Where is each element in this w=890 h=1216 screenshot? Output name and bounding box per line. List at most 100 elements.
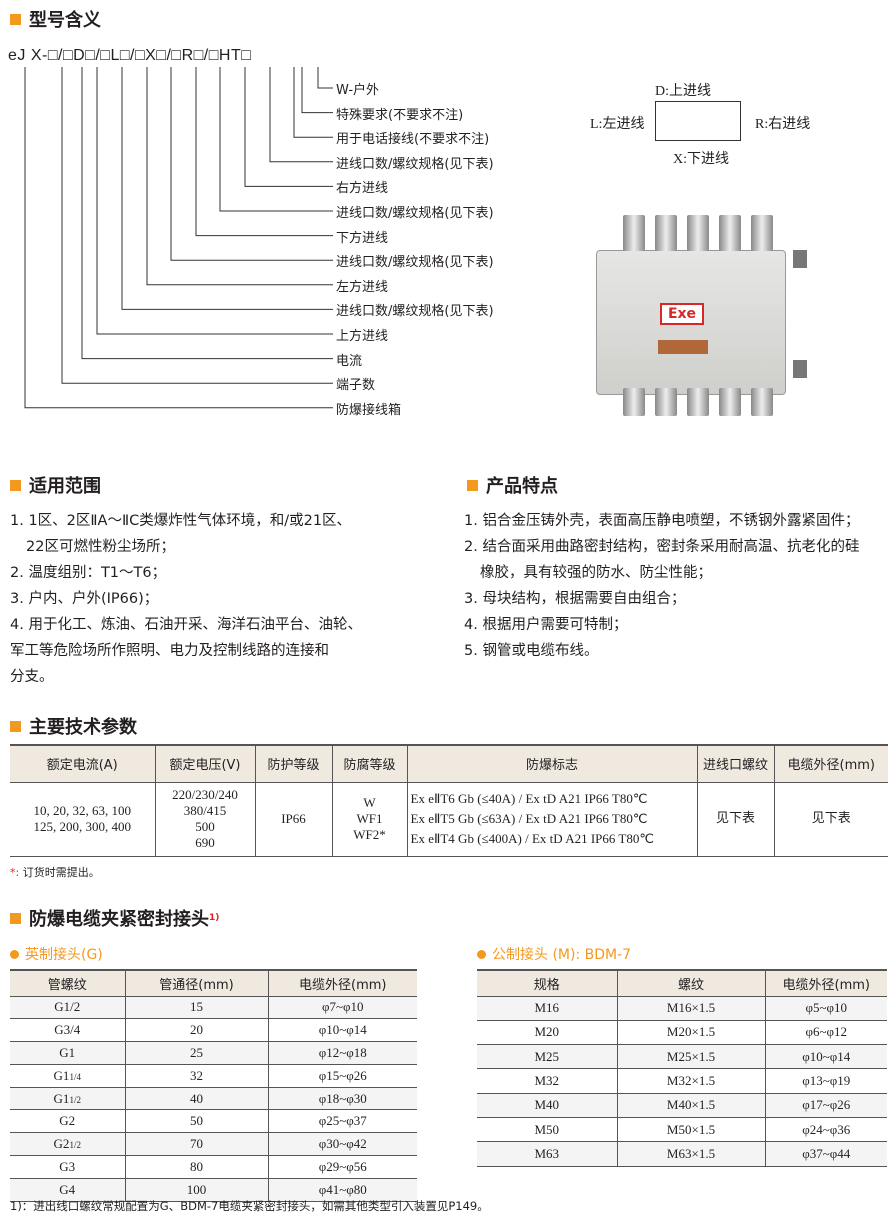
tech-note: *: 订货时需提出。 (10, 866, 100, 879)
square-bullet-icon (467, 479, 478, 491)
tree-line (219, 67, 333, 212)
section-features-title: 产品特点 (467, 472, 558, 498)
model-label: W-户外 (336, 83, 380, 98)
model-label: 端子数 (336, 378, 376, 394)
cable-gland (655, 215, 677, 251)
cell: 25 (124, 1041, 268, 1065)
list-item: 军工等危险场所作照明、电力及控制线路的连接和 (10, 643, 329, 659)
model-label: 进线口数/螺纹规格(见下表) (336, 206, 494, 221)
th: 电缆外径(mm) (267, 969, 417, 997)
th: 防护等级 (254, 744, 332, 783)
direction-top: D:上进线 (655, 84, 711, 99)
model-label: 防爆接线箱 (336, 402, 402, 418)
model-code: eJ X-□/□D□/□L□/□X□/□R□/□HT□ (8, 47, 252, 64)
model-label: 进线口数/螺纹规格(见下表) (336, 156, 494, 172)
cell: M25 (477, 1044, 617, 1070)
cell: G3/4 (10, 1018, 125, 1043)
cell: M20 (477, 1020, 617, 1046)
list-item: 分支。 (10, 669, 54, 685)
model-label: 左方进线 (336, 279, 389, 295)
model-label: 进线口数/螺纹规格(见下表) (336, 304, 494, 320)
tree-line (293, 67, 333, 138)
cell-thread: 见下表 (696, 782, 774, 857)
tree-line (195, 67, 333, 237)
list-item: 1. 1区、2区ⅡA～ⅡC类爆炸性气体环境，和/或21区、 (10, 513, 352, 529)
model-label: 进线口数/螺纹规格(见下表) (336, 255, 494, 271)
th: 进线口螺纹 (696, 744, 774, 783)
list-item: 5. 钢管或电缆布线。 (464, 643, 599, 659)
bullet-dot-icon (477, 949, 486, 959)
cell: φ6~φ12 (764, 1020, 887, 1046)
cable-gland (655, 388, 677, 416)
cell: M50×1.5 (616, 1117, 765, 1143)
cell: φ17~φ26 (764, 1093, 887, 1118)
square-bullet-icon (10, 479, 21, 491)
cable-gland (719, 388, 741, 416)
section-params-title: 主要技术参数 (10, 713, 137, 739)
cable-gland (751, 215, 773, 251)
tree-line (301, 67, 333, 114)
cell: φ10~φ14 (267, 1018, 417, 1043)
cable-gland (623, 215, 645, 251)
tree-line (24, 67, 333, 409)
cell: M50 (477, 1117, 617, 1143)
section-model-title: 型号含义 (10, 6, 101, 32)
list-item: 3. 户内、户外(IP66)； (10, 591, 159, 607)
cell: M16 (477, 996, 617, 1021)
exe-badge: Exe (660, 303, 704, 325)
model-label: 用于电话接线(不要求不注) (336, 132, 490, 148)
cell: M32 (477, 1068, 617, 1094)
direction-box (655, 101, 741, 141)
cell: G1 (10, 1041, 125, 1065)
cell: 100 (124, 1178, 268, 1202)
cell: φ12~φ18 (267, 1041, 417, 1065)
cable-gland (687, 388, 709, 416)
scope-list: 1. 1区、2区ⅡA～ⅡC类爆炸性气体环境，和/或21区、22区可燃性粉尘场所；… (10, 508, 362, 690)
direction-bottom: X:下进线 (673, 152, 729, 167)
cell-cable: 见下表 (773, 782, 888, 857)
list-item: 2. 结合面采用曲路密封结构，密封条采用耐高温、抗老化的硅 (464, 539, 860, 555)
cell: φ15~φ26 (267, 1064, 417, 1088)
cell: φ37~φ44 (764, 1141, 887, 1167)
cell: M63 (477, 1141, 617, 1167)
model-label: 下方进线 (336, 230, 389, 246)
direction-right: R:右进线 (755, 117, 811, 132)
list-item: 4. 用于化工、炼油、石油开采、海洋石油平台、油轮、 (10, 617, 362, 633)
junction-box-image: Exe (590, 210, 820, 420)
section-scope-title: 适用范围 (10, 472, 101, 498)
bullet-dot-icon (10, 949, 19, 959)
th: 管螺纹 (10, 969, 125, 997)
th: 电缆外径(mm) (764, 969, 887, 997)
cell: φ7~φ10 (267, 996, 417, 1020)
cell: G3 (10, 1155, 125, 1179)
square-bullet-icon (10, 13, 21, 25)
cell: 70 (124, 1132, 268, 1157)
list-item: 3. 母块结构，根据需要自由组合； (464, 591, 686, 607)
square-bullet-icon (10, 720, 21, 732)
cable-gland (687, 215, 709, 251)
cell: G11/2 (10, 1087, 125, 1111)
square-bullet-icon (10, 912, 21, 924)
tree-line (244, 67, 333, 187)
cell: 40 (124, 1087, 268, 1111)
cable-gland (623, 388, 645, 416)
cell: 15 (124, 996, 268, 1020)
list-item: 橡胶，具有较强的防水、防尘性能； (480, 565, 712, 581)
model-label: 上方进线 (336, 329, 389, 344)
th: 电缆外径(mm) (773, 744, 888, 783)
model-label: 电流 (336, 353, 363, 369)
model-tree-lines (24, 67, 333, 409)
tree-line (146, 67, 333, 286)
cell-ip: IP66 (254, 782, 332, 857)
m-table-title: 公制接头 (M): BDM-7 (477, 944, 631, 964)
tree-line (170, 67, 333, 261)
